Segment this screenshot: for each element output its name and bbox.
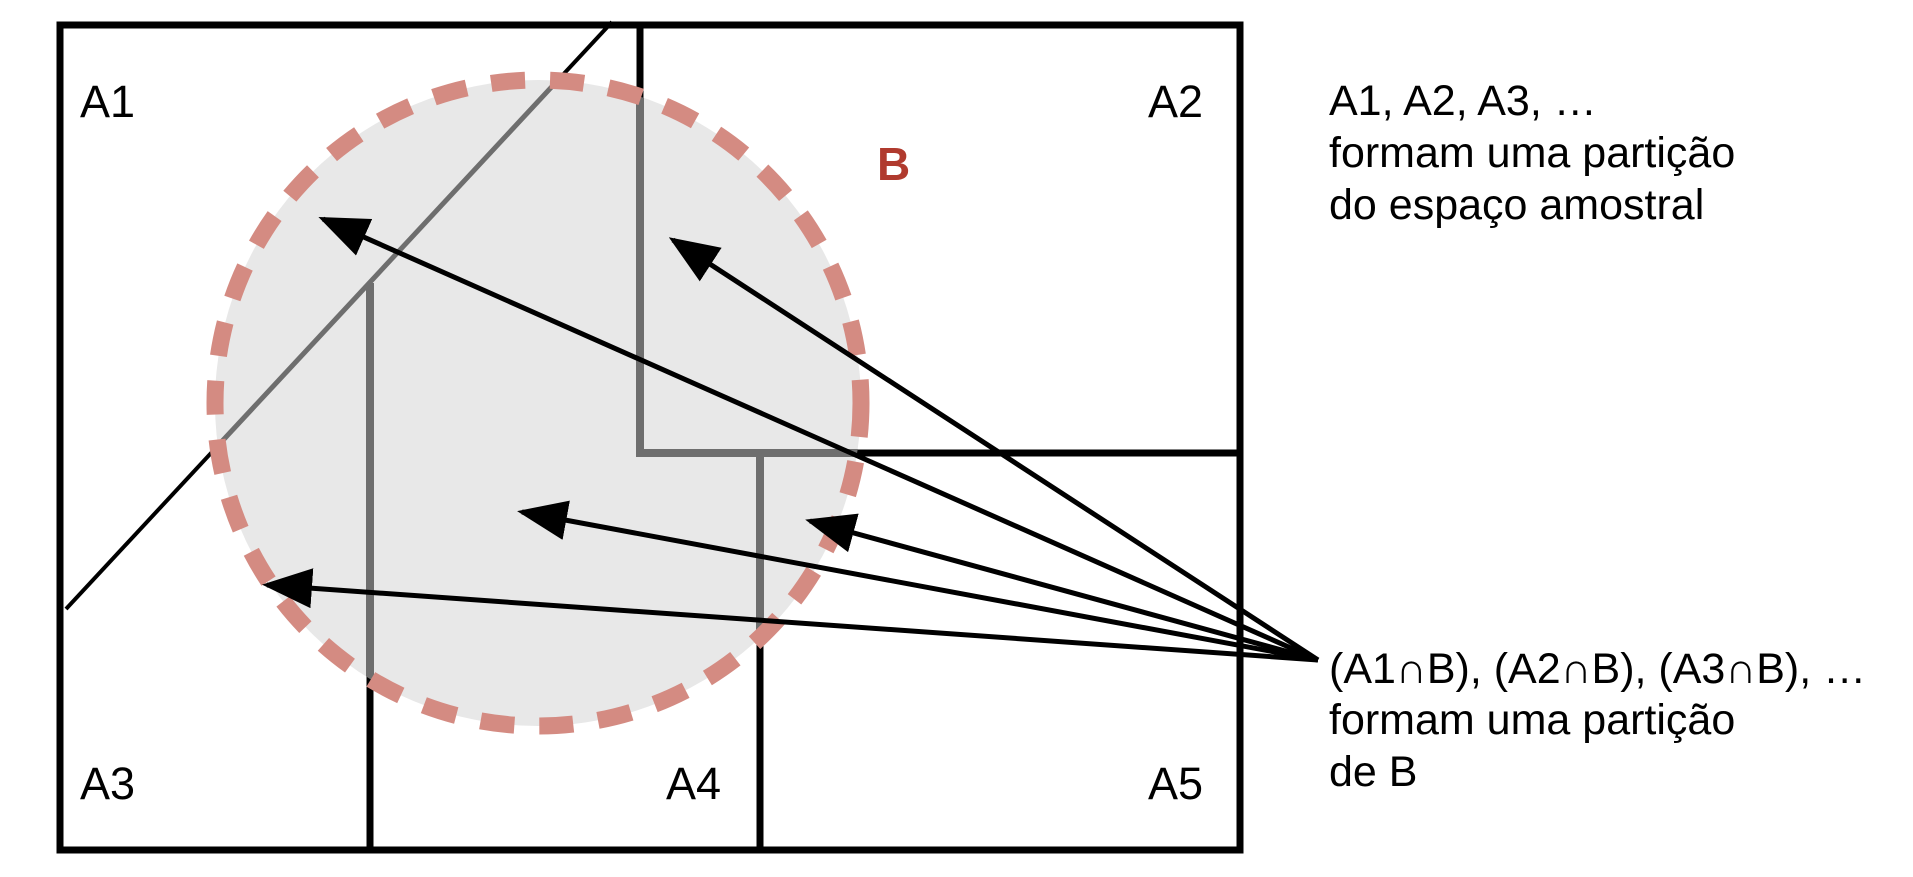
sample-space-outline <box>56 21 1244 854</box>
intersection-arrows <box>262 216 1320 663</box>
region-label-a4: A4 <box>666 758 721 809</box>
arrow-to-a1-cap-b <box>318 216 1320 663</box>
arrow-to-a3-cap-b <box>262 568 1319 663</box>
b-partition-note: (A1∩B), (A2∩B), (A3∩B), … formam uma par… <box>1329 645 1866 796</box>
b-partition-note-line-3: de B <box>1329 748 1417 796</box>
sample-space-partition-note: A1, A2, A3, … formam uma partição do esp… <box>1329 77 1735 229</box>
region-label-a2: A2 <box>1148 76 1203 127</box>
region-label-a3: A3 <box>80 758 135 809</box>
sample-space-note-line-3: do espaço amostral <box>1329 181 1704 229</box>
sample-space-note-line-1: A1, A2, A3, … <box>1329 77 1597 125</box>
event-b-border <box>206 71 870 735</box>
event-b-label: B <box>877 138 910 190</box>
arrow-to-a2-cap-b <box>668 237 1320 663</box>
b-partition-note-line-2: formam uma partição <box>1329 696 1735 744</box>
arrow-to-a4-cap-b <box>517 500 1319 663</box>
region-label-a5: A5 <box>1148 758 1203 809</box>
arrow-to-a5-cap-b <box>805 513 1319 663</box>
b-partition-note-line-1: (A1∩B), (A2∩B), (A3∩B), … <box>1329 645 1866 693</box>
region-label-a1: A1 <box>80 76 135 127</box>
sample-space-note-line-2: formam uma partição <box>1329 129 1735 177</box>
